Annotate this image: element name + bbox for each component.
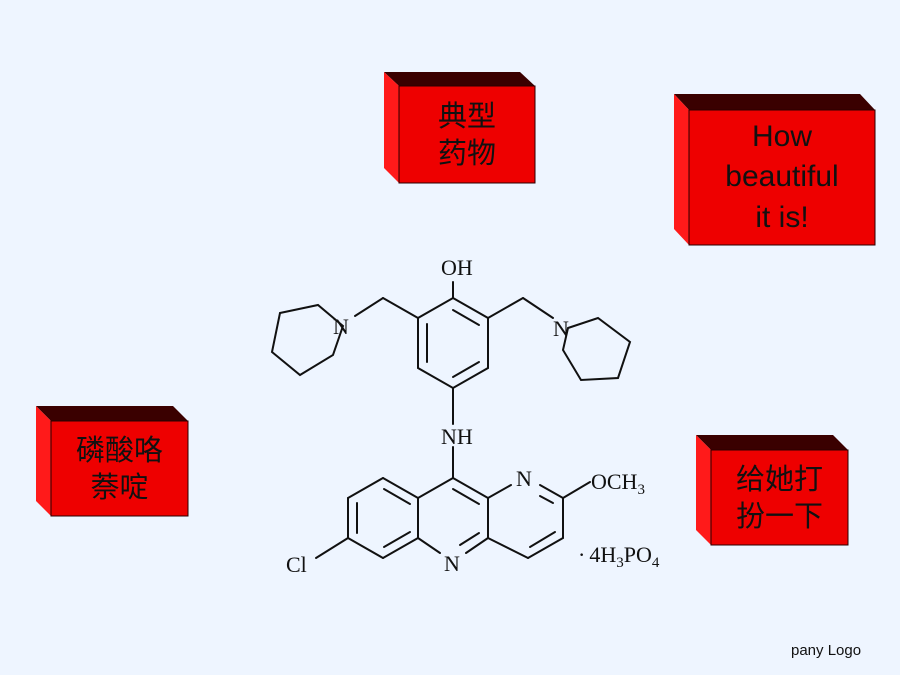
box-how-beautiful-line-2: beautiful <box>725 160 839 194</box>
box-drug-name-shape <box>36 406 189 517</box>
box-drug-name-label: 磷酸咯 萘啶 <box>51 421 188 516</box>
box-dress-up-label: 给她打 扮一下 <box>711 450 848 545</box>
box-how-beautiful-label: How beautiful it is! <box>689 110 875 245</box>
box-typical-drug-label: 典型 药物 <box>399 86 535 183</box>
atom-n-right: N <box>553 316 569 341</box>
box-typical-drug: 典型 药物 <box>384 72 536 184</box>
atom-oh: OH <box>441 255 473 280</box>
box-drug-name: 磷酸咯 萘啶 <box>36 406 189 517</box>
atom-cl: Cl <box>286 552 307 577</box>
box-typical-drug-line-1: 典型 <box>437 99 496 134</box>
box-how-beautiful-line-3: it is! <box>755 200 809 234</box>
atom-n-left: N <box>333 314 349 339</box>
salt-phosphate: ·4H3PO4 <box>578 542 660 571</box>
atom-n-acridine: N <box>444 551 460 576</box>
box-drug-name-line-2: 萘啶 <box>90 469 149 504</box>
atom-n-pyridine: N <box>516 466 532 491</box>
box-how-beautiful: How beautiful it is! <box>674 94 876 246</box>
box-typical-drug-shape <box>384 72 536 184</box>
structure-bonds <box>270 281 632 559</box>
box-dress-up-line-2: 扮一下 <box>735 498 823 533</box>
box-typical-drug-line-2: 药物 <box>437 135 496 170</box>
atom-nh: NH <box>441 424 473 449</box>
footer-logo-text: pany Logo <box>791 642 862 659</box>
box-how-beautiful-line-1: How <box>751 119 812 153</box>
atom-och3: OCH3 <box>591 469 645 498</box>
box-dress-up: 给她打 扮一下 <box>696 435 849 546</box>
box-how-beautiful-shape <box>674 94 876 246</box>
box-drug-name-line-1: 磷酸咯 <box>75 433 163 468</box>
box-dress-up-line-1: 给她打 <box>735 462 823 497</box>
box-dress-up-shape <box>696 435 849 546</box>
